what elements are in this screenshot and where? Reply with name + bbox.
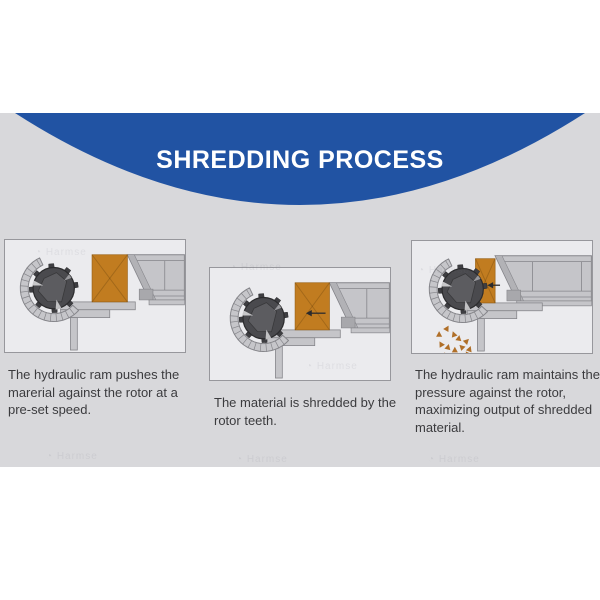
step-panel-3 bbox=[411, 240, 593, 354]
banner-shape bbox=[15, 113, 585, 205]
watermark-text: ◔ Harmse bbox=[46, 451, 98, 462]
shredder-diagram-step-1 bbox=[19, 254, 185, 351]
watermark-text: ◔ Harmse bbox=[428, 454, 480, 465]
step-panel-1 bbox=[4, 239, 186, 353]
shredder-diagram-step-2 bbox=[229, 282, 390, 379]
step-panel-2 bbox=[209, 267, 391, 381]
content-stage: SHREDDING PROCESS The hydraulic ram push… bbox=[0, 113, 600, 467]
page-title: SHREDDING PROCESS bbox=[156, 146, 444, 174]
watermark-text: ◔ Harmse bbox=[236, 454, 288, 465]
shredder-diagram-step-3 bbox=[428, 255, 592, 353]
banner-curve bbox=[15, 113, 585, 205]
